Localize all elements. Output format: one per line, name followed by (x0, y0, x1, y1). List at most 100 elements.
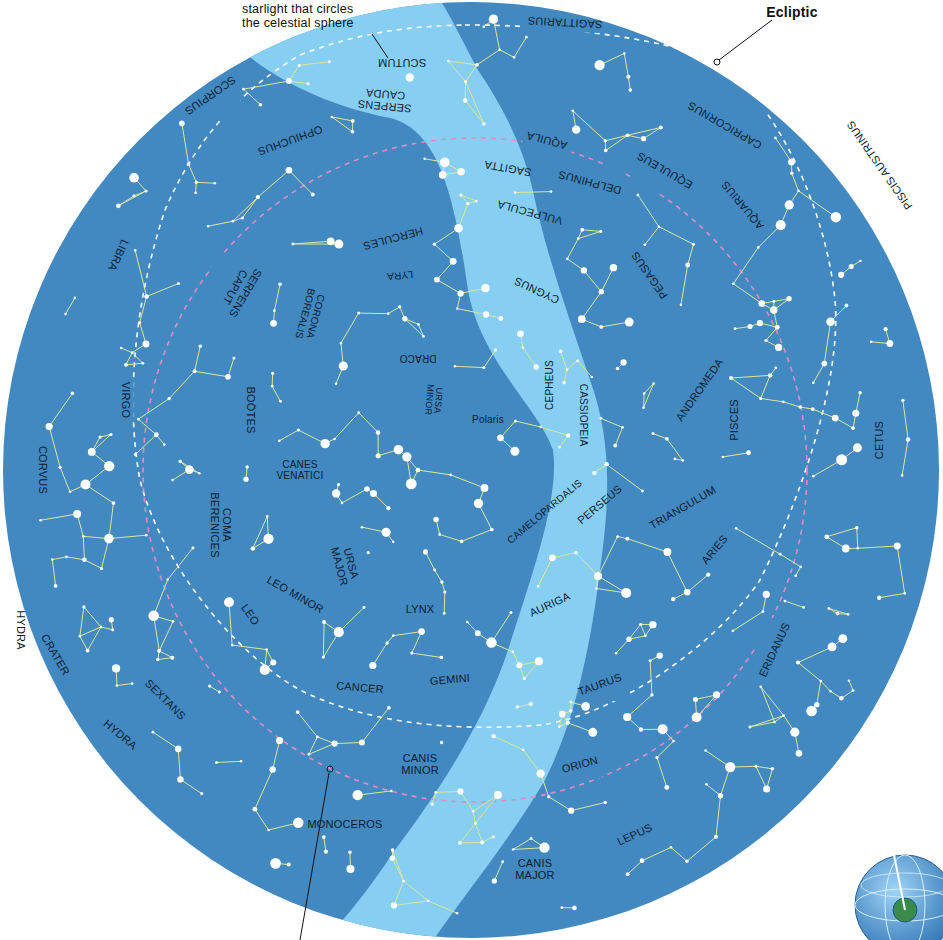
star-dot (287, 863, 291, 867)
constellation-line (515, 421, 541, 427)
constellation-line (229, 602, 232, 645)
constellation-line (484, 350, 496, 368)
star-dot (594, 572, 602, 580)
constellation-line (451, 475, 485, 488)
star-dot (764, 339, 767, 342)
star-name: Polaris (472, 415, 504, 426)
star-dot (790, 172, 793, 175)
star-dot (392, 540, 395, 543)
star-dot (782, 401, 785, 404)
constellation-line (255, 809, 269, 830)
constellation-line (627, 539, 667, 552)
constellation-line (138, 399, 169, 420)
star-dot (187, 162, 191, 166)
star-dot (650, 693, 653, 696)
constellation-line (731, 375, 770, 378)
constellation-line (154, 616, 160, 651)
star-dot (858, 391, 861, 394)
constellation-line (733, 247, 758, 283)
star-dot (100, 626, 103, 629)
star-dot (391, 848, 395, 852)
star-dot (439, 656, 443, 660)
star-dot (46, 423, 53, 430)
star-dot (845, 304, 849, 308)
star-dot (626, 637, 631, 642)
star-dot (615, 652, 618, 655)
star-dot (198, 472, 201, 475)
star-dot (279, 400, 282, 403)
star-dot (191, 547, 194, 550)
constellation-line (644, 384, 654, 408)
constellation-line (255, 769, 273, 809)
constellation-line (460, 823, 476, 843)
star-dot (718, 793, 723, 798)
star-dot (224, 597, 234, 607)
star-dot (581, 267, 587, 273)
star-dot (457, 168, 464, 175)
star-dot (784, 600, 787, 603)
star-dot (671, 597, 675, 601)
star-dot (533, 364, 538, 369)
star-dot (729, 376, 733, 380)
star-dot (215, 761, 218, 764)
star-dot (604, 801, 607, 804)
star-dot (812, 475, 815, 478)
star-dot (207, 225, 210, 228)
star-dot (232, 220, 235, 223)
constellation-name: URSA MINOR (422, 378, 444, 421)
constellation-line (135, 250, 146, 296)
star-dot (270, 320, 277, 327)
star-dot (566, 721, 570, 725)
constellation-line (436, 791, 461, 792)
leader-line (372, 34, 388, 58)
star-dot (530, 837, 533, 840)
constellation-line (299, 62, 329, 66)
star-dot (539, 426, 542, 429)
constellation-line (272, 386, 280, 401)
star-dot (768, 373, 772, 377)
star-dot (143, 340, 150, 347)
constellation-line (49, 393, 72, 426)
constellation-line (466, 82, 484, 124)
star-dot (363, 606, 366, 609)
constellation-name: AURIGA (528, 591, 572, 620)
star-dot (418, 628, 425, 635)
constellation-line (578, 231, 600, 238)
constellation-name: LEO MINOR (265, 574, 326, 616)
star-dot (385, 641, 388, 644)
constellation-line (706, 784, 720, 795)
star-dot (486, 637, 496, 647)
star-dot (427, 900, 430, 903)
star-dot (120, 347, 123, 350)
star-dot (322, 656, 325, 659)
constellation-line (653, 433, 667, 438)
constellation-line (624, 53, 628, 76)
star-dot (194, 191, 197, 194)
star-dot (852, 689, 855, 692)
star-dot (625, 318, 634, 327)
constellation-line (798, 663, 821, 682)
star-dot (658, 225, 661, 228)
constellation-line (253, 516, 267, 548)
star-dot (481, 284, 489, 292)
star-dot (39, 519, 42, 522)
star-dot (104, 534, 114, 544)
star-dot (179, 460, 182, 463)
constellation-line (783, 402, 800, 407)
star-dot (652, 432, 655, 435)
constellation-line (477, 50, 500, 65)
constellation-line (121, 348, 132, 353)
constellation-line (232, 645, 267, 650)
constellation-line (118, 191, 146, 206)
constellation-line (766, 327, 777, 340)
star-dot (348, 851, 351, 854)
star-dot (569, 701, 572, 704)
star-dot (225, 374, 231, 380)
constellation-line (605, 135, 627, 140)
star-dot (832, 415, 839, 422)
constellation-name: TRIANGULUM (648, 484, 718, 531)
star-dot (705, 783, 708, 786)
star-dot (853, 443, 862, 452)
star-dot (522, 749, 525, 752)
